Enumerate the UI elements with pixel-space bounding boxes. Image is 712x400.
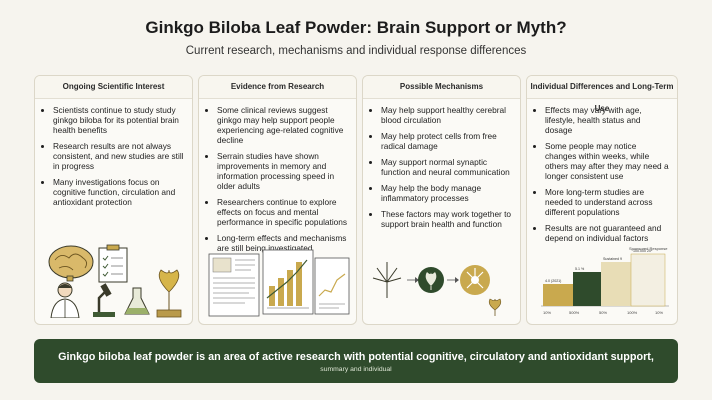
bar-label: 4.0 (2021) — [545, 279, 561, 283]
step-bar — [543, 284, 573, 306]
list-item: Serrain studies have shown improvements … — [217, 151, 348, 191]
step-bar — [630, 253, 666, 307]
list-item: Effects may vary with age, lifestyle, he… — [545, 105, 669, 135]
step-bar — [573, 272, 601, 306]
list-item: Research results are not always consiste… — [53, 141, 184, 171]
bullet-list: Effects may vary with age, lifestyle, he… — [527, 99, 677, 243]
summary-text: Ginkgo biloba leaf powder is an area of … — [58, 351, 654, 363]
card-heading: Evidence from Research — [199, 76, 356, 99]
list-item: Some people may notice changes within we… — [545, 141, 669, 181]
bullet-list: Some clinical reviews suggest ginkgo may… — [199, 99, 356, 253]
x-tick-label: 10% — [655, 310, 663, 315]
scientist-icon — [50, 282, 80, 318]
list-item: Researchers continue to explore effects … — [217, 197, 348, 227]
list-item: May help the body manage inflammatory pr… — [381, 183, 512, 203]
chart-title: Sponsored Response — [629, 246, 668, 251]
x-tick-label: 100% — [627, 310, 638, 315]
ginkgo-leaf-icon — [156, 269, 182, 318]
flask-icon — [124, 287, 150, 315]
card-heading: Possible Mechanisms — [363, 76, 520, 99]
bar-label: Sustained 9 — [603, 257, 622, 261]
list-item: May help support healthy cerebral blood … — [381, 105, 512, 125]
x-tick-label: 500% — [569, 310, 580, 315]
step-bar — [601, 262, 631, 306]
response-step-chart: Sponsored Response 4.0 (2021) 5.1 % Sust… — [541, 246, 669, 315]
bullet-list: Scientists continue to study study ginkg… — [35, 99, 192, 207]
neuron-circle-icon — [460, 265, 490, 295]
list-item: Scientists continue to study study ginkg… — [53, 105, 184, 135]
bullet-list: May help support healthy cerebral blood … — [363, 99, 520, 229]
list-item: Long-term effects and mechanisms are sti… — [217, 233, 348, 253]
summary-subtext: summary and individual — [320, 366, 392, 373]
card-scientific-interest: Ongoing Scientific Interest Scientists c… — [34, 75, 193, 325]
card-individual-differences: Individual Differences and Long-Term Use… — [526, 75, 678, 325]
card-mechanisms: Possible Mechanisms May help support hea… — [362, 75, 521, 325]
page-subtitle: Current research, mechanisms and individ… — [185, 45, 527, 57]
clipboard-icon — [98, 244, 128, 283]
list-item: May support normal synaptic function and… — [381, 157, 512, 177]
research-papers-illustration — [208, 249, 350, 317]
card-heading: Ongoing Scientific Interest — [35, 76, 192, 99]
document-icon — [208, 253, 260, 317]
ginkgo-leaf-circle-icon — [418, 267, 444, 293]
scientist-illustration — [48, 244, 182, 318]
summary-banner: Ginkgo biloba leaf powder is an area of … — [34, 339, 678, 383]
page-title: Ginkgo Biloba Leaf Powder: Brain Support… — [145, 18, 567, 37]
card-heading: Individual Differences and Long-Term Use — [527, 76, 677, 113]
x-tick-label: 50% — [599, 310, 607, 315]
card-evidence: Evidence from Research Some clinical rev… — [198, 75, 357, 325]
list-item: Many investigations focus on cognitive f… — [53, 177, 184, 207]
line-chart-document-icon — [314, 257, 350, 315]
chart-document-icon — [262, 249, 314, 315]
microscope-icon — [93, 283, 115, 317]
list-item: These factors may work together to suppo… — [381, 209, 512, 229]
list-item: May help protect cells from free radical… — [381, 131, 512, 151]
brain-icon — [48, 245, 94, 282]
ginkgo-leaf-icon — [488, 298, 502, 316]
circulation-icon — [372, 262, 402, 298]
bar-label: 5.1 % — [575, 267, 585, 271]
x-tick-label: 10% — [543, 310, 551, 315]
list-item: Results are not guaranteed and depend on… — [545, 223, 669, 243]
mechanisms-illustration — [372, 262, 502, 316]
list-item: More long-term studies are needed to und… — [545, 187, 669, 217]
list-item: Some clinical reviews suggest ginkgo may… — [217, 105, 348, 145]
bar-label: 100.000 20* — [633, 249, 653, 253]
